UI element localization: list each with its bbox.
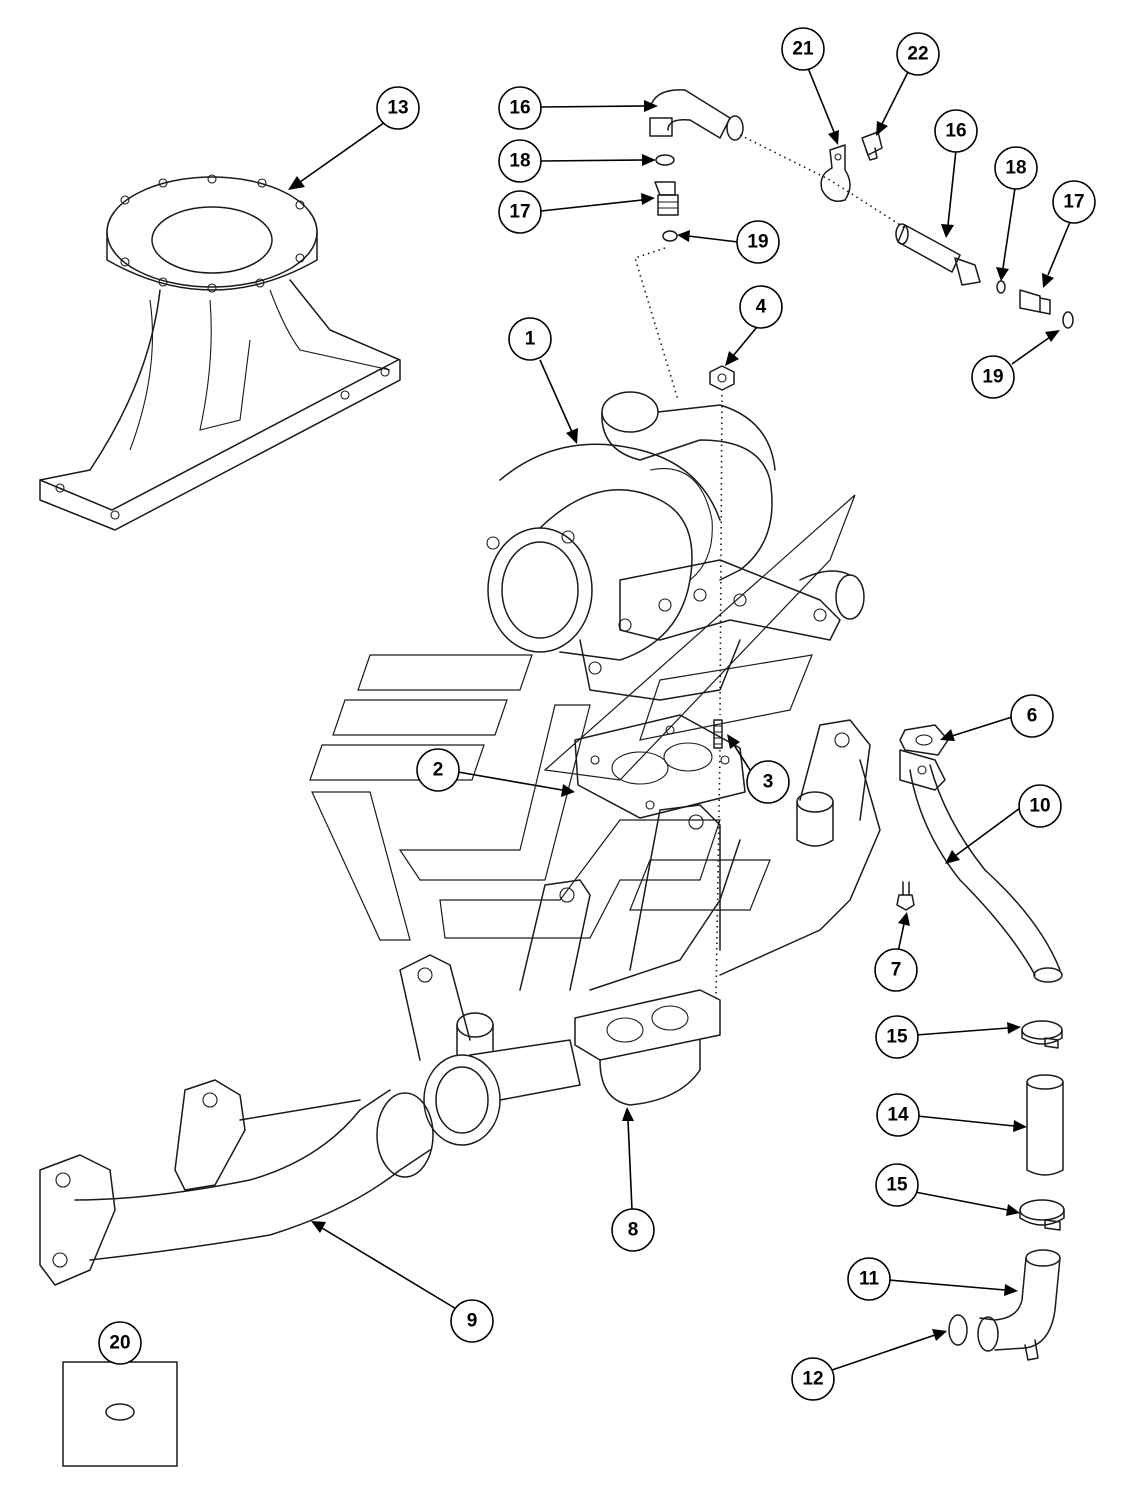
- callout-11: 11: [847, 1257, 891, 1301]
- exhaust-pipe-part-9: [39, 1079, 434, 1286]
- svg-text:11: 11: [859, 1269, 880, 1290]
- svg-text:16: 16: [509, 98, 530, 119]
- oring-part-19-right: [1062, 311, 1074, 329]
- watermark-logo: [309, 494, 856, 941]
- callout-9: 9: [450, 1299, 494, 1343]
- svg-text:19: 19: [982, 367, 1003, 388]
- callout-10: 10: [1018, 784, 1062, 828]
- turbocharger-part-1: [486, 391, 865, 701]
- clamp-part-21: [820, 144, 851, 202]
- bolt-part-22: [861, 131, 883, 161]
- callout-7: 7: [874, 948, 918, 992]
- svg-text:8: 8: [628, 1220, 639, 1241]
- adapter-part-17-top: [654, 181, 679, 216]
- callout-15-bottom: 15: [875, 1163, 919, 1207]
- callout-12: 12: [791, 1357, 835, 1401]
- callout-20: 20: [98, 1321, 142, 1365]
- kit-box-part-20: [62, 1361, 178, 1467]
- hose-clamp-part-15-bottom: [1019, 1199, 1065, 1231]
- exhaust-adapter-part-13: [39, 174, 401, 531]
- svg-text:20: 20: [109, 1333, 130, 1354]
- callout-1: 1: [508, 317, 552, 361]
- svg-text:22: 22: [907, 44, 928, 65]
- callout-16-top: 16: [498, 86, 542, 130]
- leader-lines: [288, 67, 1071, 1371]
- svg-text:21: 21: [792, 39, 814, 60]
- svg-text:3: 3: [763, 772, 774, 793]
- callout-18-top: 18: [498, 139, 542, 183]
- oring-part-18-top: [655, 154, 675, 166]
- svg-text:18: 18: [1005, 158, 1026, 179]
- callout-19-right: 19: [971, 355, 1015, 399]
- gasket-part-2: [574, 714, 746, 819]
- callout-15-top: 15: [875, 1015, 919, 1059]
- svg-text:10: 10: [1029, 796, 1050, 817]
- exhaust-manifold-part-8: [399, 719, 881, 1146]
- callout-18-right: 18: [994, 146, 1038, 190]
- svg-text:13: 13: [387, 98, 408, 119]
- svg-text:12: 12: [802, 1369, 823, 1390]
- svg-text:7: 7: [891, 960, 902, 981]
- gasket-part-6: [899, 724, 949, 756]
- drain-tube-part-10: [899, 749, 1063, 983]
- oring-part-18-right: [996, 280, 1006, 294]
- bolt-part-7: [896, 881, 915, 911]
- callout-2: 2: [416, 748, 460, 792]
- callout-17-top: 17: [498, 190, 542, 234]
- callout-16-right: 16: [934, 109, 978, 153]
- callout-14: 14: [876, 1093, 920, 1137]
- adapter-part-17-right: [1019, 289, 1051, 315]
- svg-text:14: 14: [887, 1105, 909, 1126]
- hose-sleeve-part-14: [1026, 1074, 1064, 1176]
- svg-text:19: 19: [747, 232, 768, 253]
- callout-21: 21: [781, 27, 825, 71]
- svg-text:15: 15: [886, 1027, 908, 1048]
- oring-part-12: [948, 1314, 968, 1346]
- svg-text:18: 18: [509, 151, 530, 172]
- svg-text:9: 9: [467, 1311, 478, 1332]
- callout-17-right: 17: [1052, 180, 1096, 224]
- svg-text:17: 17: [1063, 192, 1084, 213]
- stud-part-3: [713, 719, 723, 749]
- hose-part-16-right: [895, 223, 981, 286]
- svg-text:4: 4: [756, 297, 767, 318]
- callout-8: 8: [611, 1208, 655, 1252]
- elbow-hose-part-16-top: [649, 89, 744, 141]
- assembly-lines: [634, 134, 906, 1001]
- svg-text:6: 6: [1027, 706, 1038, 727]
- callout-3: 3: [746, 760, 790, 804]
- callout-4: 4: [739, 285, 783, 329]
- callout-22: 22: [896, 32, 940, 76]
- svg-text:2: 2: [433, 760, 444, 781]
- svg-text:16: 16: [945, 121, 966, 142]
- nut-part-4: [709, 365, 735, 391]
- hose-clamp-part-15-top: [1021, 1020, 1063, 1049]
- elbow-tube-part-11: [977, 1249, 1061, 1361]
- svg-text:1: 1: [525, 329, 536, 350]
- callout-13: 13: [376, 86, 420, 130]
- oring-part-19-top: [662, 230, 678, 242]
- svg-text:15: 15: [886, 1175, 908, 1196]
- svg-text:17: 17: [509, 202, 530, 223]
- callout-6: 6: [1010, 694, 1054, 738]
- callout-19-top: 19: [736, 220, 780, 264]
